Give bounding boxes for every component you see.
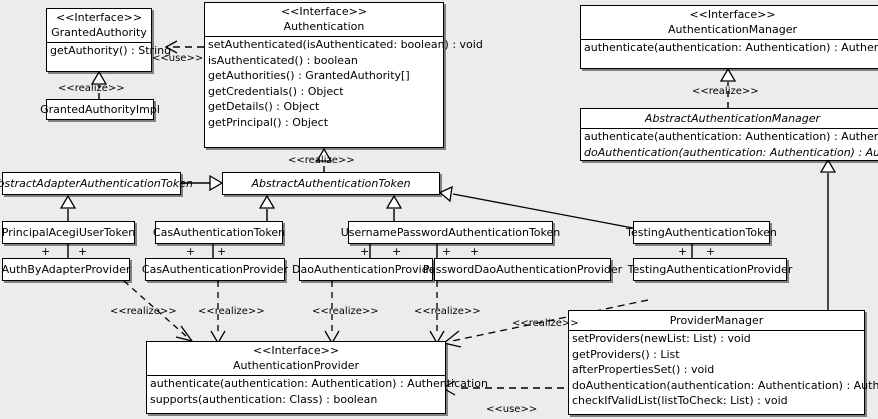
class-name: DaoAuthenticationProvider <box>292 263 440 276</box>
class-name: GrantedAuthorityImpl <box>40 103 160 116</box>
class-header: <<Interface>> AuthenticationProvider <box>147 342 445 375</box>
class-header: <<Interface>> Authentication <box>205 3 443 36</box>
multiplicity-marker: + <box>678 245 688 258</box>
class-name: AuthenticationManager <box>668 23 797 36</box>
class-header: <<Interface>> GrantedAuthority <box>47 9 151 42</box>
label-realize-passworddaoauthenticationprovider: <<realize>> <box>414 306 481 317</box>
class-name: AuthenticationProvider <box>232 359 360 372</box>
class-name: CasAuthenticationProvider <box>141 263 289 276</box>
operations-compartment: getAuthority() : String <box>47 42 172 59</box>
operation: getDetails() : Object <box>208 100 320 113</box>
class-name: TestingAuthenticationToken <box>626 226 777 239</box>
operations-compartment: setAuthenticated(isAuthenticated: boolea… <box>205 36 483 130</box>
multiplicity-marker: + <box>706 245 716 258</box>
class-authentication-provider[interactable]: <<Interface>> AuthenticationProvider aut… <box>146 341 488 414</box>
multiplicity-marker: + <box>186 245 196 258</box>
class-username-password-authentication-token[interactable]: UsernamePasswordAuthenticationToken <box>341 221 560 244</box>
label-realize-abstractauthenticationtoken: <<realize>> <box>288 155 355 166</box>
label-realize-daoauthenticationprovider: <<realize>> <box>312 306 379 317</box>
stereotype-label: <<Interface>> <box>252 344 340 357</box>
class-name: Authentication <box>283 20 365 33</box>
operation: afterPropertiesSet() : void <box>572 363 715 376</box>
class-cas-authentication-provider[interactable]: CasAuthenticationProvider <box>142 258 288 281</box>
class-header: <<Interface>> AuthenticationManager <box>581 6 878 39</box>
class-granted-authority[interactable]: <<Interface>> GrantedAuthority getAuthor… <box>46 8 172 72</box>
generalization-usernamepasswordauthenticationtoken <box>385 194 403 221</box>
operation: getAuthorities() : GrantedAuthority[] <box>208 69 410 82</box>
multiplicity-marker: + <box>392 245 402 258</box>
class-header: AbstractAuthenticationManager <box>581 109 878 128</box>
operation: checkIfValidList(listToCheck: List) : vo… <box>572 394 788 407</box>
class-testing-authentication-token[interactable]: TestingAuthenticationToken <box>626 221 777 244</box>
class-cas-authentication-token[interactable]: CasAuthenticationToken <box>153 221 285 244</box>
class-name: CasAuthenticationToken <box>152 226 286 239</box>
operation: setProviders(newList: List) : void <box>572 332 751 345</box>
operation: isAuthenticated() : boolean <box>208 53 358 67</box>
generalization-casauthenticationtoken <box>258 194 276 221</box>
class-auth-by-adapter-provider[interactable]: AuthByAdapterProvider <box>2 258 130 281</box>
class-name: AbstractAdapterAuthenticationToken <box>0 177 193 190</box>
multiplicity-marker: + <box>217 245 227 258</box>
class-name: ProviderManager <box>669 314 764 327</box>
class-name: TestingAuthenticationProvider <box>627 263 793 276</box>
stereotype-label: <<Interface>> <box>689 8 776 21</box>
class-provider-manager[interactable]: ProviderManager setProviders(newList: Li… <box>568 310 878 415</box>
multiplicity-marker: + <box>360 245 370 258</box>
operation: supports(authentication: Class) : boolea… <box>150 392 378 406</box>
class-testing-authentication-provider[interactable]: TestingAuthenticationProvider <box>628 258 792 281</box>
class-name: AuthByAdapterProvider <box>1 263 131 276</box>
class-name: AbstractAuthenticationToken <box>251 177 411 190</box>
label-realize-casauthenticationprovider: <<realize>> <box>198 306 265 317</box>
stereotype-label: <<Interface>> <box>55 11 143 24</box>
label-realize-abstractauthenticationmanager: <<realize>> <box>692 86 759 97</box>
operation: getPrincipal() : Object <box>208 115 329 129</box>
class-password-dao-authentication-provider[interactable]: PasswordDaoAuthenticationProvider <box>423 258 622 281</box>
class-authentication[interactable]: <<Interface>> Authentication setAuthenti… <box>204 2 483 148</box>
class-name: PasswordDaoAuthenticationProvider <box>422 263 623 276</box>
class-name: PrincipalAcegiUserToken <box>1 226 136 239</box>
class-abstract-authentication-manager[interactable]: AbstractAuthenticationManager authentica… <box>580 108 878 161</box>
class-name: UsernamePasswordAuthenticationToken <box>340 226 561 239</box>
label-realize-authbyadapterprovider: <<realize>> <box>110 306 177 317</box>
operation: authenticate(authentication: Authenticat… <box>150 377 488 390</box>
operation: getCredentials() : Object <box>208 84 344 98</box>
class-abstract-authentication-token[interactable]: AbstractAuthenticationToken <box>222 172 440 195</box>
operations-compartment: authenticate(authentication: Authenticat… <box>147 375 488 407</box>
generalization-principalacegiusertoken <box>59 194 77 221</box>
label-realize-testingauthenticationprovider: <<realize>> <box>512 318 579 329</box>
class-principal-acegi-user-token[interactable]: PrincipalAcegiUserToken <box>2 221 135 244</box>
operation: doAuthentication(authentication: Authent… <box>584 145 878 159</box>
class-name: AbstractAuthenticationManager <box>644 112 821 125</box>
class-abstract-adapter-authentication-token[interactable]: AbstractAdapterAuthenticationToken <box>0 172 193 195</box>
multiplicity-marker: + <box>41 245 51 258</box>
label-use-authentication-grantedauthority: <<use>> <box>152 53 204 64</box>
class-granted-authority-impl[interactable]: GrantedAuthorityImpl <box>40 99 160 120</box>
class-header: ProviderManager <box>569 311 864 330</box>
operation: getProviders() : List <box>572 347 680 361</box>
class-authentication-manager[interactable]: <<Interface>> AuthenticationManager auth… <box>580 5 878 69</box>
operation: authenticate(authentication: Authenticat… <box>584 41 878 54</box>
class-dao-authentication-provider[interactable]: DaoAuthenticationProvider <box>292 258 440 281</box>
multiplicity-marker: + <box>470 245 480 258</box>
label-use-providermanager: <<use>> <box>486 404 538 415</box>
class-name: GrantedAuthority <box>51 26 147 39</box>
multiplicity-marker: + <box>442 245 452 258</box>
operations-compartment: authenticate(authentication: Authenticat… <box>581 39 878 56</box>
operation: setAuthenticated(isAuthenticated: boolea… <box>208 38 483 51</box>
generalization-providermanager <box>819 158 837 310</box>
operations-compartment: setProviders(newList: List) : void getPr… <box>569 330 878 409</box>
operation: doAuthentication(authentication: Authent… <box>572 378 878 392</box>
multiplicity-marker: + <box>78 245 88 258</box>
stereotype-label: <<Interface>> <box>280 5 368 18</box>
operations-compartment: authenticate(authentication: Authenticat… <box>581 128 878 160</box>
label-realize-grantedauthorityimpl: <<realize>> <box>58 83 125 94</box>
operation: getAuthority() : String <box>50 44 172 57</box>
operation: authenticate(authentication: Authenticat… <box>584 130 878 143</box>
